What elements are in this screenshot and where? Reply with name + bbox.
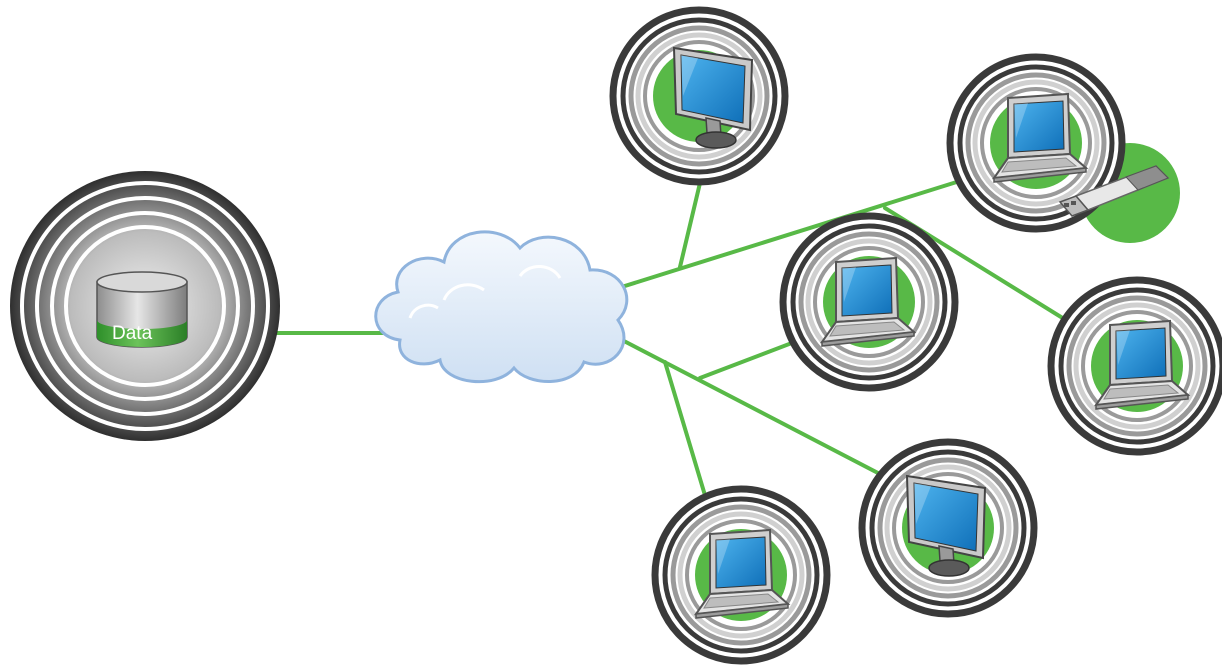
node-laptop-usb [946,53,1180,243]
node-ring [980,87,1092,199]
node-monitor-top [609,6,789,186]
node-monitor-bottom [858,438,1038,618]
node-laptop-bottom [651,485,831,665]
node-ring [643,40,755,152]
node-ring [677,511,805,639]
node-ring [1047,276,1222,456]
internet-cloud-icon [374,230,629,384]
node-ring [813,246,925,358]
node-ring [635,32,763,160]
node-ring [869,449,1027,607]
node-ring [957,64,1115,222]
node-ring [651,485,831,665]
node-ring [877,457,1019,599]
node-laptop-right [1047,276,1222,456]
node-ring [670,504,812,646]
node-ring [884,464,1012,592]
node-ring [798,231,940,373]
node-ring [790,223,948,381]
link-cloud-monitor-bottom [620,338,907,489]
node-ring [805,238,933,366]
node-ring [628,25,770,167]
node-ring [892,472,1004,584]
node-ring [972,79,1100,207]
node-ring [1066,295,1208,437]
node-ring [662,496,820,654]
database-label: Data [112,323,153,344]
node-laptop-center [779,212,959,392]
node-ring [779,212,959,392]
node-ring [1081,310,1193,422]
node-ring [946,53,1126,233]
database-icon [96,271,188,348]
link-cloud-laptop-usb [610,168,997,292]
node-ring [858,438,1038,618]
node-ring [685,519,797,631]
database-node: Data [10,171,280,441]
node-ring [1058,287,1216,445]
node-ring [965,72,1107,214]
node-ring [620,17,778,175]
node-ring [1073,302,1201,430]
node-ring [609,6,789,186]
